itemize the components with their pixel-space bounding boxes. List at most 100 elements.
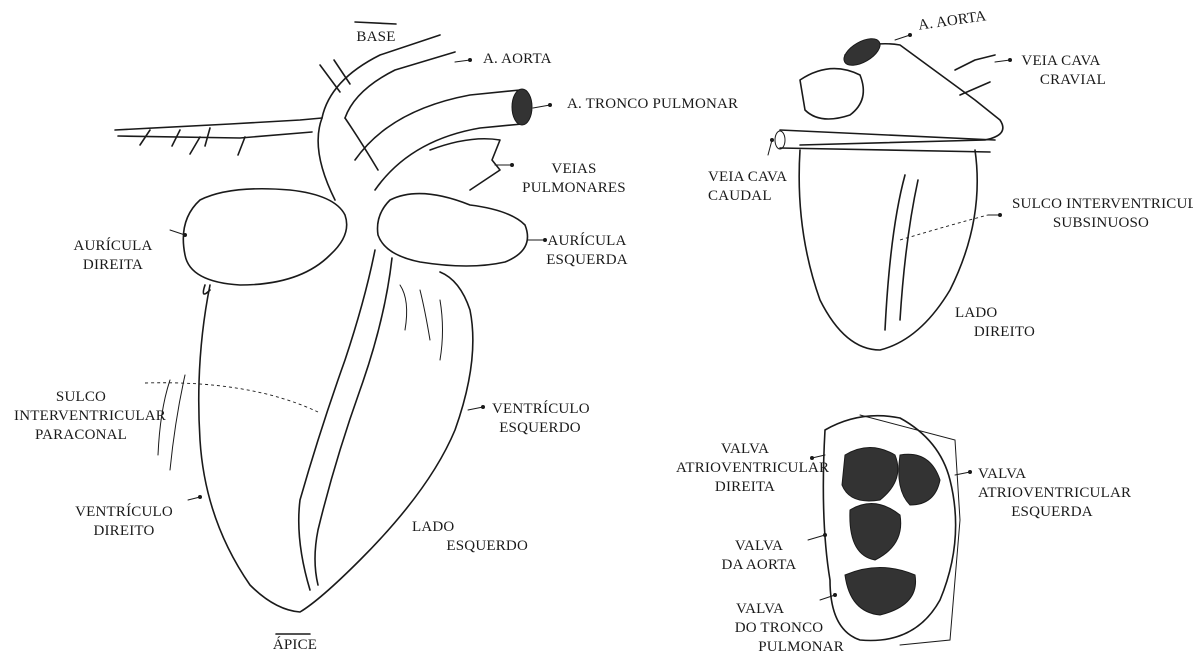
subsinuosal-groove [885, 175, 918, 330]
coronary-vessels [400, 285, 443, 360]
aortic-valve [850, 504, 901, 560]
leader-caudal-vena-cava [768, 140, 772, 155]
leader-cranial-vena-cava [995, 60, 1010, 62]
pointer-subsinuosal [900, 215, 988, 240]
label-line: DIREITA [68, 256, 158, 275]
paraconal-groove [315, 258, 392, 585]
label-pulmonary-veins: VEIAS PULMONARES [516, 160, 632, 198]
paraconal-groove [299, 250, 375, 590]
leader-dot [183, 233, 187, 237]
label-cranial-vena-cava: VEIA CAVA CRAVIAL [1016, 52, 1106, 90]
leader-dot [510, 163, 514, 167]
label-right-auricle: AURÍCULA DIREITA [68, 237, 158, 275]
left-av-valve [899, 454, 940, 505]
label-line: DIREITA [676, 478, 814, 497]
base-line [355, 22, 396, 24]
label-left-auricle: AURÍCULA ESQUERDA [545, 232, 629, 270]
leader-pulmonary-trunk [533, 105, 550, 108]
leader-aorta [455, 60, 470, 62]
leader-dot [968, 470, 972, 474]
label-aorta: A. AORTA [483, 50, 552, 69]
label-line: ESQUERDA [545, 251, 629, 270]
label-line: VALVA [714, 600, 844, 619]
leader-dot [468, 58, 472, 62]
label-line: DA AORTA [714, 556, 804, 575]
label-line: AURÍCULA [545, 232, 629, 251]
right-auricle-view [800, 69, 863, 119]
leader-dot [833, 593, 837, 597]
label-line: CAUDAL [708, 187, 787, 206]
leader-dot [908, 33, 912, 37]
aorta-opening [840, 33, 885, 70]
leader-right-auricle [170, 230, 185, 235]
label-line: VEIA CAVA [708, 168, 787, 187]
label-line: SULCO [14, 388, 148, 407]
label-line: INTERVENTRICULAR [14, 407, 148, 426]
pointer-paraconal [145, 383, 318, 412]
label-line: LADO [955, 304, 1035, 323]
aorta-arch [322, 35, 440, 118]
label-line: VALVA [714, 537, 804, 556]
label-line: VALVA [676, 440, 814, 459]
label-line: VEIAS [516, 160, 632, 179]
leader-dot [770, 138, 774, 142]
label-line: ESQUERDA [978, 503, 1126, 522]
label-caudal-vena-cava: VEIA CAVA CAUDAL [708, 168, 787, 206]
label-line: DIREITO [74, 522, 174, 541]
leader-dot [548, 103, 552, 107]
label-line: PULMONARES [516, 179, 632, 198]
aorta-body [345, 118, 378, 170]
label-left-ventricle: VENTRÍCULO ESQUERDO [492, 400, 588, 438]
heart-body [199, 272, 473, 612]
label-pulmonary-trunk: A. TRONCO PULMONAR [567, 95, 738, 114]
label-line: VENTRÍCULO [492, 400, 588, 419]
label-line: VEIA CAVA [1016, 52, 1106, 71]
leader-dot [823, 533, 827, 537]
pulmonary-trunk [355, 90, 520, 160]
leader-left-ventricle [468, 407, 483, 410]
aorta-arch [345, 52, 455, 118]
label-line: PARACONAL [14, 426, 148, 445]
label-line: DIREITO [955, 323, 1035, 342]
label-line: ESQUERDO [492, 419, 588, 438]
label-apex: ÁPICE [270, 636, 320, 655]
label-line: ATRIOVENTRICULAR [978, 484, 1126, 503]
leader-dot [481, 405, 485, 409]
right-auricle [183, 189, 346, 285]
right-view-drawing [775, 33, 1003, 350]
label-right-av-valve: VALVA ATRIOVENTRICULAR DIREITA [676, 440, 814, 497]
right-av-valve [842, 448, 898, 502]
pulmonary-trunk-opening [512, 89, 532, 125]
pulmonary-trunk [375, 124, 522, 190]
label-line: SULCO INTERVENTRICULAR [1012, 195, 1190, 214]
label-line: ATRIOVENTRICULAR [676, 459, 814, 478]
label-line: VALVA [978, 465, 1126, 484]
label-pulmonary-valve: VALVA DO TRONCO PULMONAR [714, 600, 844, 657]
label-base: BASE [354, 28, 398, 47]
label-subsinuosal-groove: SULCO INTERVENTRICULAR SUBSINUOSO [1012, 195, 1190, 233]
label-line: DO TRONCO [714, 619, 844, 638]
label-line: AURÍCULA [68, 237, 158, 256]
caudal-vena-cava-opening [775, 131, 785, 149]
aorta-body [318, 118, 335, 200]
aorta-branch [320, 60, 350, 92]
leader-aortic-valve [808, 535, 825, 540]
right-view-body [799, 150, 977, 350]
label-right-ventricle: VENTRÍCULO DIREITO [74, 503, 174, 541]
leader-dot [1008, 58, 1012, 62]
leader-aorta-right [895, 35, 910, 40]
branch-twigs [140, 128, 245, 155]
leader-dot [998, 213, 1002, 217]
left-auricle [378, 194, 528, 266]
label-left-side: LADO ESQUERDO [412, 518, 528, 556]
label-paraconal-groove: SULCO INTERVENTRICULAR PARACONAL [14, 388, 148, 445]
label-line: LADO [412, 518, 528, 537]
label-line: PULMONAR [714, 638, 844, 657]
label-left-av-valve: VALVA ATRIOVENTRICULAR ESQUERDA [978, 465, 1126, 522]
aorta-top [800, 44, 1003, 145]
label-aortic-valve: VALVA DA AORTA [714, 537, 804, 575]
label-right-side: LADO DIREITO [955, 304, 1035, 342]
leader-dot [198, 495, 202, 499]
branch-vessel [115, 118, 322, 130]
